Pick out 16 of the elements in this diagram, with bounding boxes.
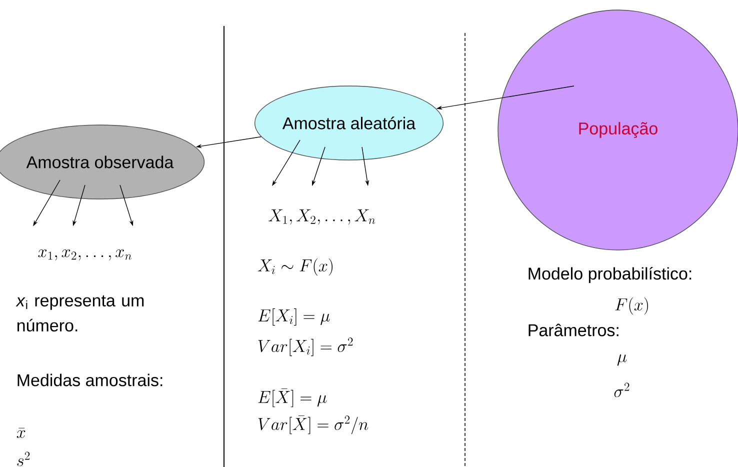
formula-text: $X_i \sim F(x)$ xyxy=(258,258,333,276)
formula-text: $Var[X_i]= \sigma^2$ xyxy=(258,338,353,356)
note-text: Parâmetros: xyxy=(528,324,618,336)
formula-text: $F(x)$ xyxy=(615,297,648,315)
note-text: Medidas amostrais: xyxy=(18,374,162,386)
formula-text: $X_1, X_2, \ldots, X_n$ xyxy=(268,209,376,225)
note-text: x$_{i}$ representa um número. xyxy=(16,295,144,332)
formula-text: $s^2$ xyxy=(17,452,30,466)
formula-text: $\sigma^2$ xyxy=(614,382,630,398)
formula-text: $E[X_i]= \mu$ xyxy=(258,308,330,326)
note-text: Modelo probabilístico: xyxy=(528,266,692,284)
formula-text: $Var[\bar{X}]= \sigma^2/n$ xyxy=(258,416,368,434)
formula-text: $E[\bar{X}]= \mu$ xyxy=(258,388,327,408)
formula-text: $x_1, x_2, \ldots, x_n$ xyxy=(38,249,132,260)
formula-text: $\bar{x}$ xyxy=(16,428,26,438)
formula-text: $\mu$ xyxy=(617,354,627,366)
